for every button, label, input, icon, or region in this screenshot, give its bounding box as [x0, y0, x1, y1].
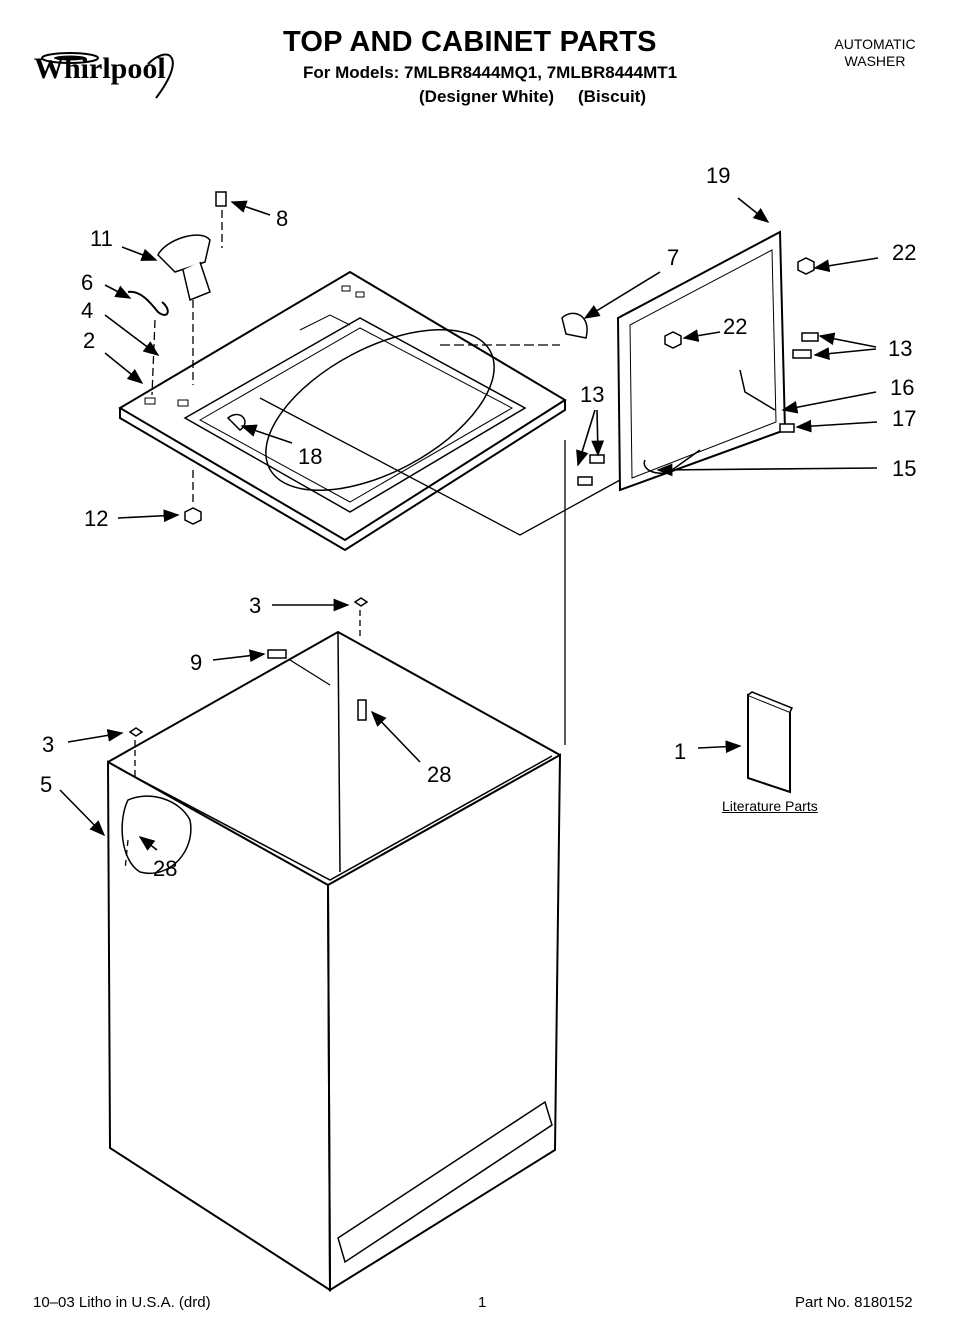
leader-arrows — [59, 197, 879, 851]
callout-label: 2 — [83, 328, 95, 353]
lid-assembly — [616, 230, 787, 492]
callout-label: 11 — [90, 226, 113, 251]
literature-book — [747, 691, 794, 794]
callout-label: 12 — [84, 506, 108, 531]
callout-label: 18 — [298, 444, 322, 469]
callout-label: 1 — [674, 739, 686, 764]
footer-litho: 10–03 Litho in U.S.A. (drd) — [33, 1294, 211, 1311]
callout-label: 4 — [81, 298, 93, 323]
callout-label: 9 — [190, 650, 202, 675]
literature-parts-label: Literature Parts — [722, 798, 818, 814]
callout-label: 7 — [667, 245, 679, 270]
callout-label: 15 — [892, 456, 916, 481]
product-type: AUTOMATIC WASHER — [810, 36, 940, 70]
footer-page-number: 1 — [478, 1294, 487, 1311]
product-type-line-1: AUTOMATIC — [834, 36, 916, 52]
callout-label: 13 — [888, 336, 912, 361]
variant-biscuit: (Biscuit) — [578, 87, 646, 106]
variant-designer-white: (Designer White) — [419, 87, 555, 106]
callout-label: 28 — [427, 762, 451, 787]
callout-label: 5 — [40, 772, 52, 797]
models-line: For Models: 7MLBR8444MQ1, 7MLBR8444MT1 — [303, 63, 678, 82]
callout-label: 17 — [892, 406, 916, 431]
wire-clip — [127, 290, 169, 316]
callout-label: 28 — [153, 856, 177, 881]
callout-label: 8 — [276, 206, 288, 231]
page-title: TOP AND CABINET PARTS — [283, 26, 657, 58]
brand-logo: Whirlpool — [34, 52, 166, 85]
footer-part-number: Part No. 8180152 — [795, 1294, 913, 1311]
callout-label: 3 — [249, 593, 261, 618]
product-type-line-2: WASHER — [844, 53, 906, 69]
alignment-lines — [124, 210, 621, 871]
callout-labels: 19 8 11 7 22 6 4 22 2 13 16 13 17 18 15 … — [40, 163, 916, 881]
callout-label: 6 — [81, 270, 93, 295]
washer-cabinet — [106, 630, 562, 1292]
lid-switch — [157, 234, 211, 302]
callout-label: 19 — [706, 163, 730, 188]
washer-top — [118, 270, 567, 552]
callout-label: 16 — [890, 375, 914, 400]
callout-label: 22 — [723, 314, 747, 339]
callout-label: 22 — [892, 240, 916, 265]
callout-label: 13 — [580, 382, 604, 407]
whirlpool-logo-swirl — [41, 52, 174, 99]
callout-label: 3 — [42, 732, 54, 757]
